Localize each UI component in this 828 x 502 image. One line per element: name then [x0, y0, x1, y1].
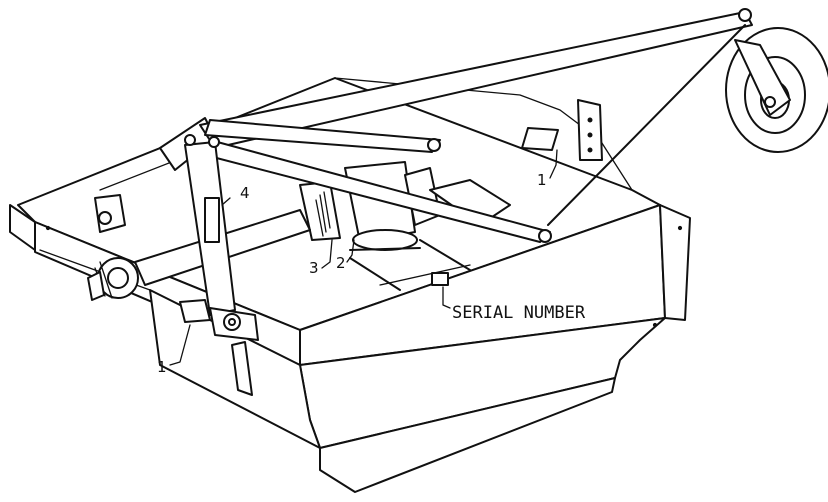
tail-wheel [725, 27, 828, 153]
decals [179, 127, 559, 323]
callout-1-right: 1 [537, 171, 547, 189]
stand-bracket [577, 99, 603, 161]
deck-braces [349, 239, 471, 291]
labels: SERIAL NUMBER 1 1 2 3 4 [157, 171, 586, 376]
hitch-pins [94, 194, 259, 396]
leader-lines [169, 149, 558, 366]
callout-1-left: 1 [157, 358, 167, 376]
serial-number-label: SERIAL NUMBER [452, 303, 586, 323]
callout-3: 3 [309, 259, 319, 277]
callout-4: 4 [240, 184, 250, 202]
a-frame-hitch [159, 8, 753, 316]
callout-2: 2 [336, 254, 346, 272]
